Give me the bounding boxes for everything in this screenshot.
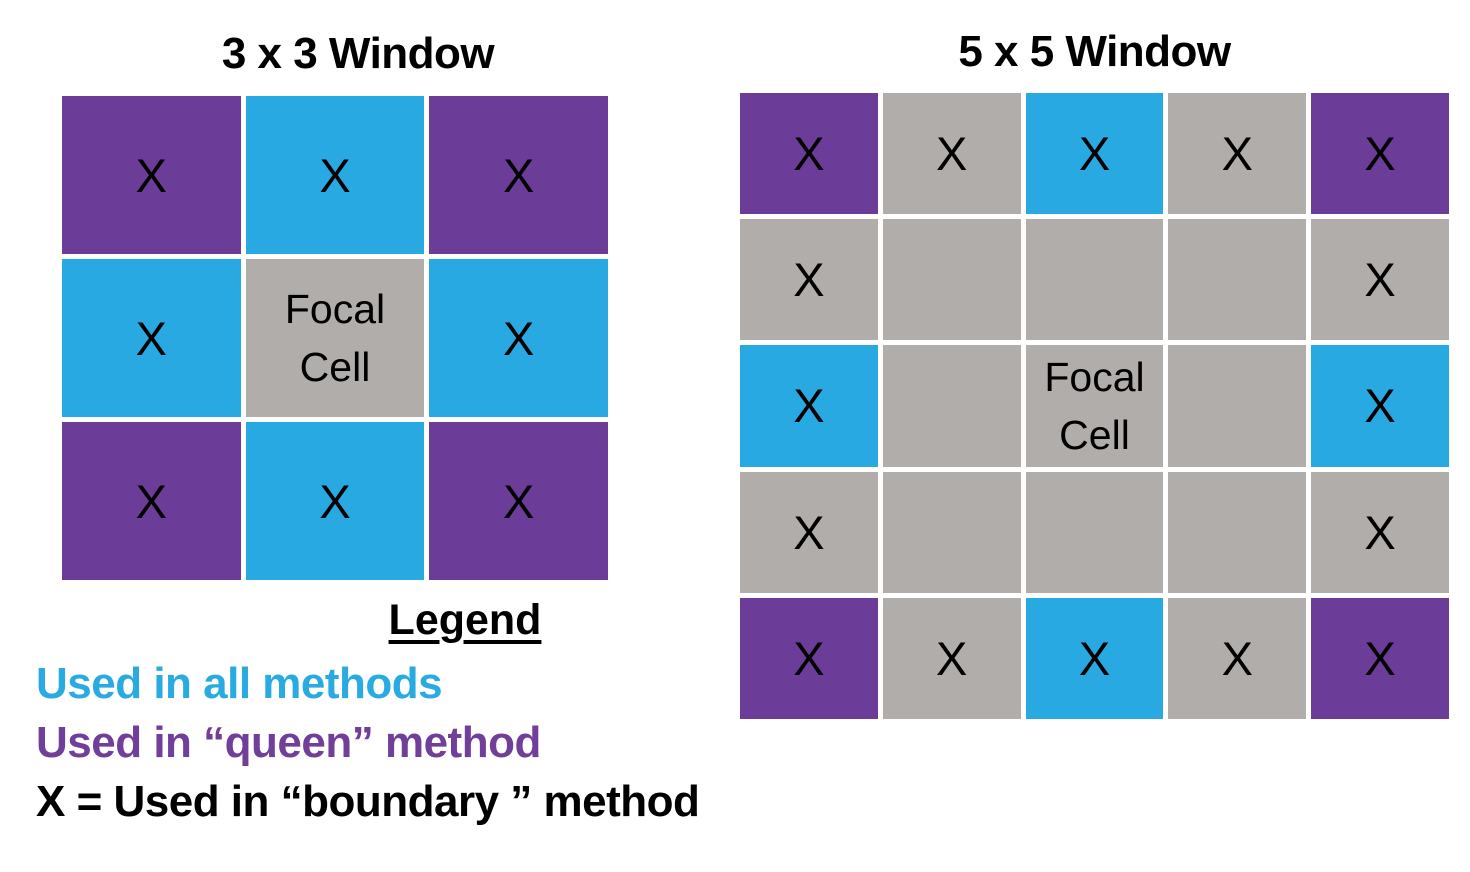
grid-cell-gray	[1168, 219, 1307, 341]
x-mark: X	[1364, 631, 1396, 685]
legend-item-queen-method: Used in “queen” method	[36, 718, 541, 767]
grid-cell-purple-x: X	[740, 93, 878, 215]
x-mark: X	[135, 474, 167, 528]
x-mark: X	[135, 148, 167, 202]
grid-cell-purple-x: X	[740, 597, 878, 719]
x-mark: X	[793, 379, 825, 433]
grid-cell-gray	[882, 471, 1021, 593]
grid-cell-blue-x: X	[740, 345, 878, 467]
window5-title: 5 x 5 Window	[958, 27, 1231, 76]
grid-cell-gray	[1168, 345, 1307, 467]
x-mark: X	[793, 253, 825, 307]
x-mark: X	[1221, 631, 1253, 685]
grid-cell-gray-x: X	[882, 597, 1021, 719]
x-mark: X	[1221, 127, 1253, 181]
legend-item-boundary-method: X = Used in “boundary ” method	[36, 777, 700, 826]
grid-cell-purple-x: X	[62, 96, 241, 254]
x-mark: X	[319, 474, 351, 528]
grid-cell-blue-x: X	[245, 96, 425, 254]
x-mark: X	[135, 311, 167, 365]
x-mark: X	[1364, 379, 1396, 433]
grid-cell-purple-x: X	[429, 422, 608, 580]
grid-cell-gray	[882, 345, 1021, 467]
grid-cell-gray-x: X	[1168, 93, 1307, 215]
grid-cell-blue-x: X	[1311, 345, 1449, 467]
grid-cell-gray	[882, 219, 1021, 341]
x-mark: X	[1364, 253, 1396, 307]
grid-cell-blue-x: X	[429, 259, 608, 417]
x-mark: X	[502, 311, 535, 365]
grid-cell-gray-x: X	[740, 219, 878, 341]
grid-cell-purple-x: X	[62, 422, 241, 580]
focal-cell-label: Cell	[299, 344, 371, 390]
legend-title: Legend	[388, 596, 542, 644]
grid-cell-gray-x: X	[740, 471, 878, 593]
grid-cell-gray-x: X	[1168, 597, 1307, 719]
grid-cell-blue-x: X	[1025, 597, 1164, 719]
grid-cell-blue-x: X	[1025, 93, 1164, 215]
x-mark: X	[319, 148, 351, 202]
x-mark: X	[936, 127, 968, 181]
x-mark: X	[793, 631, 825, 685]
grid-cell-gray-x: X	[1311, 219, 1449, 341]
x-mark: X	[793, 505, 825, 559]
x-mark: X	[502, 148, 535, 202]
x-mark: X	[1364, 505, 1396, 559]
grid-cell-blue-x: X	[62, 259, 241, 417]
grid-cell-gray-x: X	[882, 93, 1021, 215]
focal-cell-label: Focal	[284, 285, 386, 332]
grid-cell-purple-x: X	[1311, 93, 1449, 215]
x-mark: X	[1364, 127, 1396, 181]
grid-cell-blue-x: X	[245, 422, 425, 580]
focal-cell-label: Focal	[1044, 353, 1145, 400]
grid-cell-purple-x: X	[1311, 597, 1449, 719]
legend-item-all-methods: Used in all methods	[36, 659, 443, 708]
x-mark: X	[1078, 631, 1111, 685]
grid-cell-gray	[1025, 471, 1164, 593]
focal-cell-label: Cell	[1059, 411, 1130, 458]
window3-title: 3 x 3 Window	[221, 29, 495, 78]
grid-cell-gray	[1168, 471, 1307, 593]
grid-cell-purple-x: X	[429, 96, 608, 254]
grid-cell-gray-x: X	[1311, 471, 1449, 593]
x-mark: X	[936, 631, 968, 685]
x-mark: X	[502, 474, 535, 528]
x-mark: X	[1078, 127, 1111, 181]
grid-cell-gray	[1025, 219, 1164, 341]
x-mark: X	[793, 127, 825, 181]
